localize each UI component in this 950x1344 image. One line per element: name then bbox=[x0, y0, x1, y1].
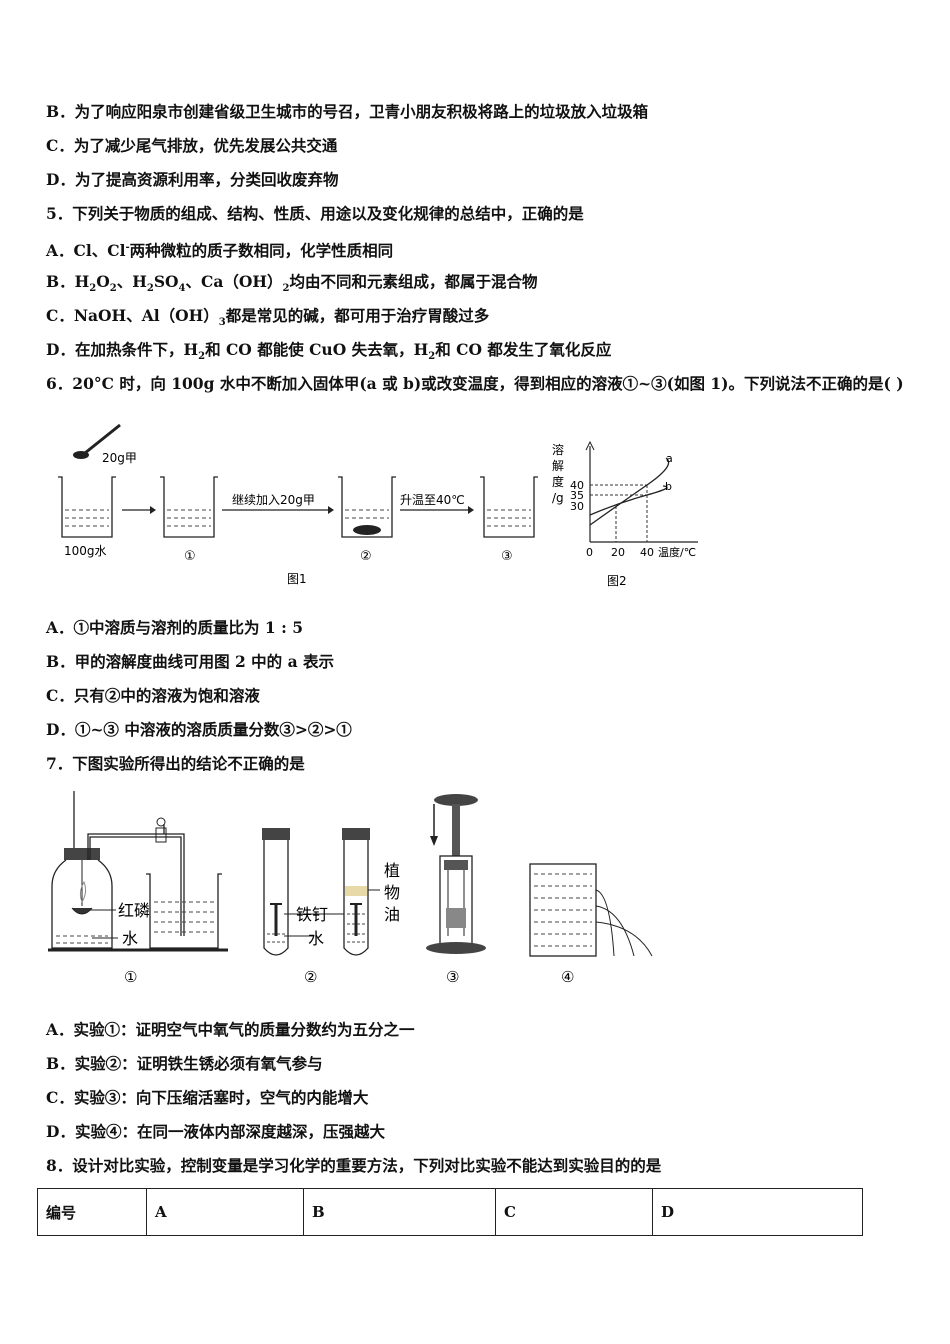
heat-label: 升温至40℃ bbox=[400, 493, 465, 507]
continue-add-label: 继续加入20g甲 bbox=[232, 493, 315, 507]
oil-label-1: 植 bbox=[384, 861, 400, 880]
q7-option-c: C．实验③：向下压缩活塞时，空气的内能增大 bbox=[46, 1088, 369, 1107]
q5-option-a: A．Cl、Cl-两种微粒的质子数相同，化学性质相同 bbox=[46, 241, 394, 261]
comparison-table: 编号 A B C D bbox=[37, 1188, 863, 1236]
x-axis-label: 温度/℃ bbox=[658, 545, 696, 559]
beaker-2 bbox=[338, 476, 396, 538]
experiment-1-number: ① bbox=[124, 968, 137, 986]
experiment-2-number: ② bbox=[304, 968, 317, 986]
q6-option-a: A．①中溶质与溶剂的质量比为 1 : 5 bbox=[46, 618, 304, 637]
spoon-icon bbox=[73, 423, 121, 459]
add-20g-label: 20g甲 bbox=[102, 451, 137, 465]
table-header-cell: B bbox=[303, 1188, 496, 1236]
q5-stem: 5．下列关于物质的组成、结构、性质、用途以及变化规律的总结中，正确的是 bbox=[46, 204, 584, 223]
beaker-3 bbox=[480, 476, 538, 538]
svg-text:度: 度 bbox=[552, 474, 564, 489]
curve-b bbox=[589, 485, 668, 516]
q6-figure-1: 20g甲 100g水 ① 继续加入20g甲 ② 升温至40℃ ③ 图1 bbox=[58, 423, 538, 586]
q7-figure: 红磷 水 ① 铁钉 水 植 物 油 ② ③ bbox=[48, 791, 653, 986]
table-header-cell: A bbox=[146, 1188, 304, 1236]
iron-nail-label: 铁钉 bbox=[296, 905, 328, 924]
experiment-2-apparatus bbox=[262, 828, 380, 956]
beaker-3-label: ③ bbox=[501, 549, 513, 564]
q6-option-d: D．①~③ 中溶液的溶质质量分数③>②>① bbox=[46, 720, 352, 739]
experiment-3-number: ③ bbox=[446, 968, 459, 986]
tick-y-35: 35 bbox=[570, 489, 584, 502]
q4-option-c: C．为了减少尾气排放，优先发展公共交通 bbox=[46, 136, 338, 155]
beaker-water bbox=[58, 476, 116, 538]
y-axis-label: 溶 解 度 /g bbox=[552, 442, 564, 505]
svg-text:/g: /g bbox=[552, 491, 564, 505]
red-phosphorus-label: 红磷 bbox=[118, 901, 150, 920]
tick-y-40: 40 bbox=[570, 479, 584, 492]
tick-y-30: 30 bbox=[570, 500, 584, 513]
experiment-1-apparatus bbox=[48, 791, 228, 952]
beaker-2-label: ② bbox=[360, 549, 372, 564]
q4-option-d: D．为了提高资源利用率，分类回收废弃物 bbox=[46, 170, 339, 189]
q5-option-c: C．NaOH、Al（OH）3都是常见的碱，都可用于治疗胃酸过多 bbox=[46, 306, 490, 329]
table-header-cell: C bbox=[495, 1188, 653, 1236]
water-label-2: 水 bbox=[308, 929, 324, 948]
tick-x-20: 20 bbox=[611, 546, 625, 559]
table-header-cell: 编号 bbox=[37, 1188, 147, 1236]
experiment-4-apparatus bbox=[529, 863, 653, 957]
q7-option-b: B．实验②：证明铁生锈必须有氧气参与 bbox=[46, 1054, 323, 1073]
oil-label-2: 物 bbox=[384, 883, 400, 902]
table-header-cell: D bbox=[652, 1188, 863, 1236]
series-b-label: b bbox=[665, 480, 672, 493]
experiment-4-number: ④ bbox=[561, 968, 574, 986]
oil-label-3: 油 bbox=[384, 905, 400, 924]
tick-x-40: 40 bbox=[640, 546, 654, 559]
q7-stem: 7．下图实验所得出的结论不正确的是 bbox=[46, 754, 305, 773]
q6-stem: 6．20°C 时，向 100g 水中不断加入固体甲(a 或 b)或改变温度，得到… bbox=[46, 374, 904, 393]
q6-figure-2: 溶 解 度 /g 40 35 30 0 20 40 温度/℃ a b 图2 bbox=[552, 440, 698, 588]
svg-text:解: 解 bbox=[552, 459, 564, 473]
q7-option-d: D．实验④：在同一液体内部深度越深，压强越大 bbox=[46, 1122, 385, 1141]
figure-2-caption: 图2 bbox=[607, 574, 627, 588]
q8-stem: 8．设计对比实验，控制变量是学习化学的重要方法，下列对比实验不能达到实验目的的是 bbox=[46, 1156, 662, 1175]
svg-text:溶: 溶 bbox=[552, 442, 564, 457]
q7-option-a: A．实验①：证明空气中氧气的质量分数约为五分之一 bbox=[46, 1020, 415, 1039]
beaker-1 bbox=[160, 476, 218, 538]
q4-option-b: B．为了响应阳泉市创建省级卫生城市的号召，卫青小朋友积极将路上的垃圾放入垃圾箱 bbox=[46, 102, 649, 121]
table-header-row: 编号 A B C D bbox=[37, 1188, 863, 1236]
q5-option-d: D．在加热条件下，H2和 CO 都能使 CuO 失去氧，H2和 CO 都发生了氧… bbox=[46, 340, 612, 363]
beaker-1-label: ① bbox=[184, 549, 196, 564]
curve-a bbox=[589, 457, 670, 526]
figure-1-caption: 图1 bbox=[287, 572, 307, 586]
series-a-label: a bbox=[666, 452, 673, 465]
water-label-1: 水 bbox=[122, 929, 138, 948]
q6-option-b: B．甲的溶解度曲线可用图 2 中的 a 表示 bbox=[46, 652, 335, 671]
tick-x-0: 0 bbox=[586, 546, 593, 559]
experiment-3-apparatus bbox=[426, 794, 486, 954]
q6-option-c: C．只有②中的溶液为饱和溶液 bbox=[46, 686, 260, 705]
q5-option-b: B．H2O2、H2SO4、Ca（OH）2均由不同和元素组成，都属于混合物 bbox=[46, 272, 538, 295]
water-100g-label: 100g水 bbox=[64, 544, 107, 558]
